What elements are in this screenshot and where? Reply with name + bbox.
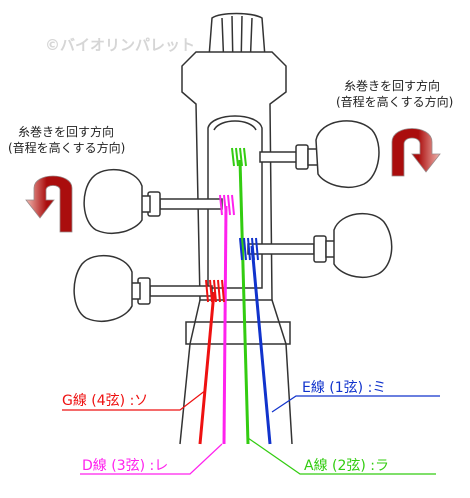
string-label-g: G線 (4弦) :ソ xyxy=(62,393,148,409)
leader-lines xyxy=(62,389,440,475)
string-a-line xyxy=(238,159,250,445)
string-winding-d xyxy=(231,194,235,216)
string-label-a: A線 (2弦) :ラ xyxy=(304,458,389,474)
string-winding-a xyxy=(231,147,235,167)
annotation-left-line1: 糸巻きを回す方向 xyxy=(18,124,114,139)
string-winding-e xyxy=(251,237,255,261)
scroll-illustration xyxy=(179,12,293,445)
peg-icon xyxy=(333,212,393,278)
string-lines xyxy=(198,159,272,445)
leader-g xyxy=(62,389,207,411)
curved-arrow-left xyxy=(25,175,73,233)
peg-lower-left xyxy=(73,254,213,322)
string-winding-e xyxy=(247,237,251,261)
peg-icon xyxy=(315,120,380,188)
string-winding-e xyxy=(239,237,243,261)
peg-icon xyxy=(73,254,133,322)
string-d-line xyxy=(222,205,228,445)
string-winding-a xyxy=(235,147,239,167)
curved-arrow-icon xyxy=(25,175,73,233)
string-label-e: E線 (1弦) :ミ xyxy=(302,380,386,396)
annotation-right-line2: (音程を高くする方向) xyxy=(336,94,453,109)
leader-a xyxy=(247,437,436,475)
string-winding-g xyxy=(221,279,225,303)
string-winding-e xyxy=(243,237,247,261)
string-label-d: D線 (3弦) :レ xyxy=(82,458,168,474)
watermark-text: ©バイオリンパレット xyxy=(45,36,195,54)
string-winding-d xyxy=(219,194,223,216)
string-g-line xyxy=(198,291,216,445)
annotation-left-line2: (音程を高くする方向) xyxy=(8,140,125,155)
string-winding-a xyxy=(239,147,243,167)
string-e-line xyxy=(250,245,272,445)
leader-d xyxy=(80,443,223,475)
string-winding-g xyxy=(209,279,213,303)
peg-icon xyxy=(83,168,143,234)
string-winding-g xyxy=(217,279,221,303)
string-winding-d xyxy=(227,194,231,216)
curved-arrow-right xyxy=(391,128,441,177)
string-windings xyxy=(205,147,259,303)
curved-arrow-icon xyxy=(391,128,441,177)
string-winding-g xyxy=(205,279,209,303)
string-winding-e xyxy=(255,237,259,261)
leader-e xyxy=(271,395,440,413)
string-winding-a xyxy=(243,147,247,167)
peg-upper-left xyxy=(83,168,223,234)
string-winding-g xyxy=(213,279,217,303)
string-winding-d xyxy=(223,194,227,216)
annotation-right-line1: 糸巻きを回す方向 xyxy=(344,78,440,93)
peg-upper-right xyxy=(259,120,380,188)
